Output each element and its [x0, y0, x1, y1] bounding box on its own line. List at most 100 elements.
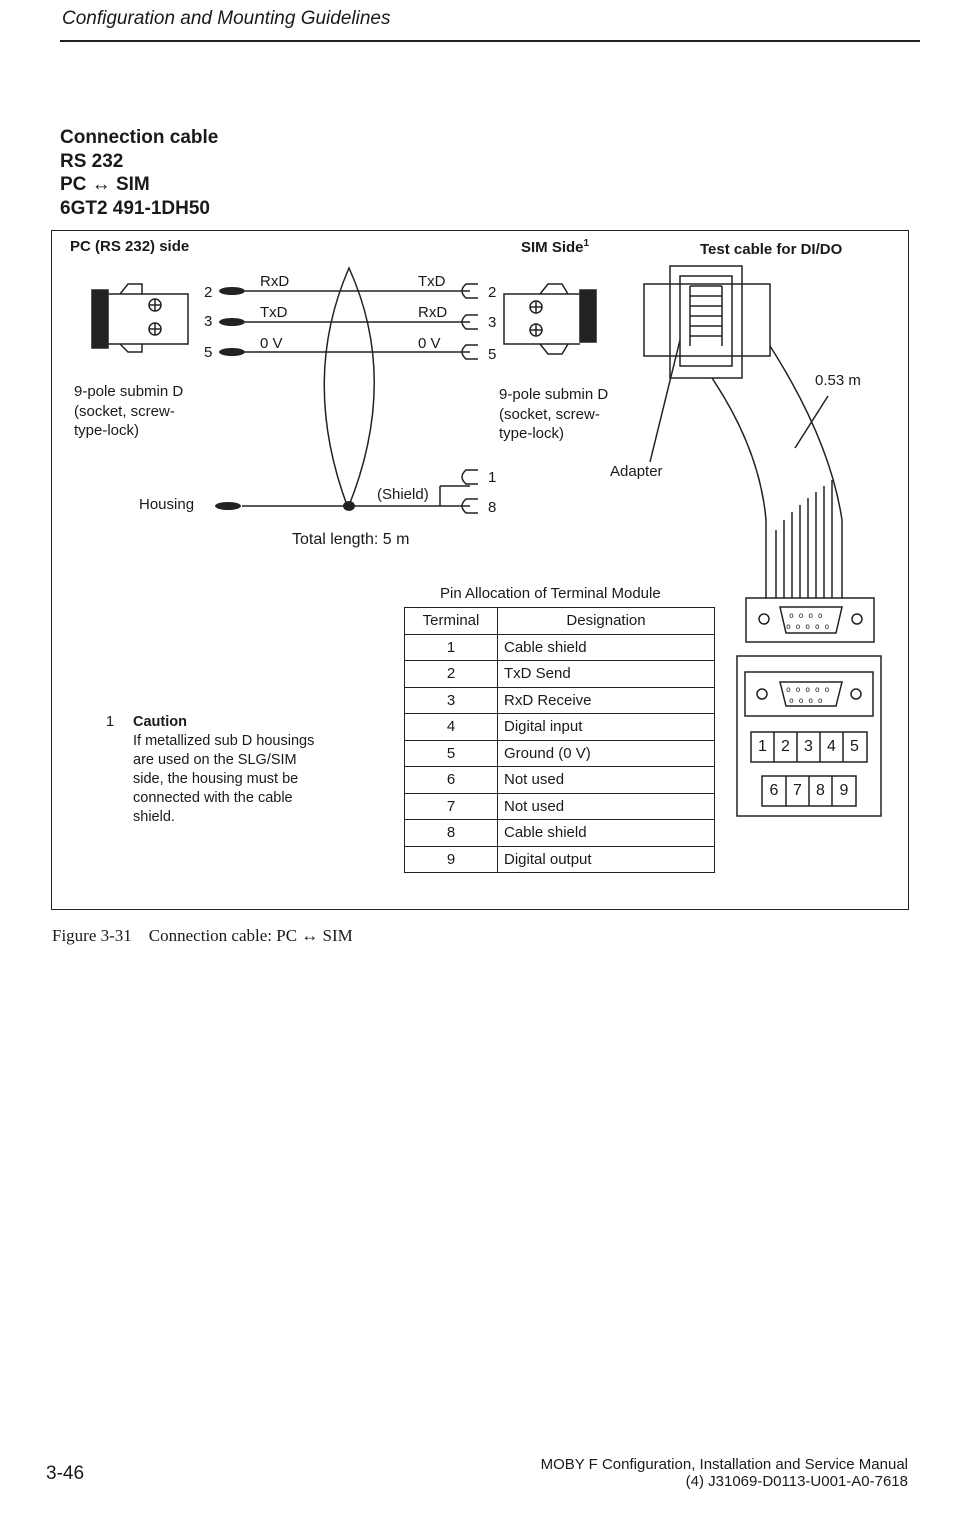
shield-pin-1: 1 — [488, 469, 497, 486]
caution-heading: Caution — [133, 714, 187, 730]
sim-pin-2: 2 — [488, 284, 497, 301]
sim-side-text: SIM Side — [521, 239, 584, 256]
wire-left-0v: 0 V — [260, 335, 283, 352]
sim-desc-line-3: type-lock) — [499, 425, 565, 442]
column-header-designation: Designation — [497, 607, 715, 635]
title-line-4: 6GT2 491-1DH50 — [60, 197, 210, 219]
terminal-number: 7 — [793, 782, 802, 799]
column-header-terminal: Terminal — [404, 607, 498, 635]
designation-cell: Ground (0 V) — [497, 739, 715, 767]
shield-label: (Shield) — [377, 486, 429, 503]
terminal-number: 5 — [850, 738, 859, 755]
adapter-label: Adapter — [610, 463, 663, 480]
total-length-label: Total length: 5 m — [292, 531, 410, 548]
wire-left-rxd: RxD — [260, 273, 290, 290]
terminal-number: 2 — [781, 738, 790, 755]
designation-cell: Digital input — [497, 713, 715, 741]
sim-side-label: SIM Side1 — [521, 238, 589, 256]
pc-desc-line-3: type-lock) — [74, 422, 140, 439]
pc-desc-line-1: 9-pole submin D — [74, 383, 184, 400]
pc-desc-line-2: (socket, screw- — [74, 402, 175, 420]
test-cable-label: Test cable for DI/DO — [700, 241, 843, 258]
pc-connector-icon — [91, 283, 189, 353]
section-title: Connection cable RS 232 PC ↔ SIM 6GT2 49… — [60, 126, 218, 220]
terminal-cell: 4 — [404, 713, 498, 741]
wire-right-txd: TxD — [418, 273, 446, 290]
terminal-cell: 2 — [404, 660, 498, 688]
terminal-number: 9 — [839, 782, 849, 799]
sim-connector-description: 9-pole submin D (socket, screw- type-loc… — [499, 385, 608, 444]
manual-title: MOBY F Configuration, Installation and S… — [540, 1456, 908, 1473]
terminal-cell: 1 — [404, 633, 498, 661]
page-number: 3-46 — [46, 1463, 85, 1484]
wire-right-0v: 0 V — [418, 335, 441, 352]
terminal-cell: 7 — [404, 792, 498, 820]
svg-text:o o o o o: o o o o o — [786, 622, 830, 631]
designation-cell: Not used — [497, 792, 715, 820]
terminal-number: 1 — [758, 738, 767, 755]
terminal-number: 8 — [816, 782, 825, 799]
cable-connector-icon — [745, 597, 875, 643]
svg-text:o o o o: o o o o — [789, 611, 823, 620]
designation-cell: Cable shield — [497, 819, 715, 847]
document-number: (4) J31069-D0113-U001-A0-7618 — [685, 1473, 908, 1490]
terminal-cell: 6 — [404, 766, 498, 794]
terminal-number: 6 — [769, 782, 779, 799]
caution-line-5: shield. — [133, 809, 175, 825]
pin-table-title: Pin Allocation of Terminal Module — [440, 585, 661, 602]
terminal-module-icon — [736, 655, 882, 817]
caution-line-2: are used on the SLG/SIM — [133, 752, 297, 768]
pc-pin-3: 3 — [204, 313, 213, 330]
footer-info: MOBY F Configuration, Installation and S… — [541, 1456, 908, 1490]
footnote-marker: 1 — [583, 238, 590, 249]
sim-pin-5: 5 — [488, 346, 497, 363]
terminal-cell: 3 — [404, 686, 498, 714]
cable-length-label: 0.53 m — [815, 372, 861, 389]
caution-note: Caution If metallized sub D housings are… — [133, 713, 314, 827]
designation-cell: Cable shield — [497, 633, 715, 661]
pc-pin-2: 2 — [204, 284, 213, 301]
caution-line-4: connected with the cable — [133, 790, 293, 806]
title-line-1: Connection cable — [60, 127, 219, 148]
terminal-numbers-row-2: 6 7 8 9 — [762, 782, 856, 800]
wire-right-rxd: RxD — [418, 304, 448, 321]
sim-pin-3: 3 — [488, 314, 497, 331]
running-header: Configuration and Mounting Guidelines — [62, 8, 391, 29]
wire-left-txd: TxD — [260, 304, 288, 321]
table-header-row: Terminal Designation — [404, 607, 715, 635]
caution-line-3: side, the housing must be — [133, 771, 299, 787]
note-number: 1 — [106, 714, 115, 730]
caution-line-1: If metallized sub D housings — [133, 733, 315, 749]
figure-frame — [51, 230, 909, 910]
terminal-cell: 8 — [404, 819, 498, 847]
pc-connector-description: 9-pole submin D (socket, screw- type-loc… — [74, 382, 183, 441]
figure-caption: Figure 3-31 Connection cable: PC ↔ SIM — [52, 926, 353, 945]
pc-pin-5: 5 — [204, 344, 213, 361]
header-rule — [60, 40, 920, 42]
terminal-cell: 5 — [404, 739, 498, 767]
terminal-number: 4 — [827, 738, 836, 755]
title-line-3: PC ↔ SIM — [60, 174, 150, 195]
terminal-numbers-row-1: 1 2 3 4 5 — [751, 738, 867, 756]
title-line-2: RS 232 — [60, 150, 124, 172]
shield-pin-8: 8 — [488, 499, 497, 516]
pc-side-label: PC (RS 232) side — [70, 238, 190, 255]
designation-cell: Not used — [497, 766, 715, 794]
sim-desc-line-1: 9-pole submin D — [499, 386, 609, 403]
svg-text:o o o o: o o o o — [789, 696, 823, 705]
designation-cell: TxD Send — [497, 660, 715, 688]
svg-text:o o o o o: o o o o o — [786, 685, 830, 694]
adapter-icon — [643, 265, 771, 463]
terminal-cell: 9 — [404, 845, 498, 873]
designation-cell: RxD Receive — [497, 686, 715, 714]
